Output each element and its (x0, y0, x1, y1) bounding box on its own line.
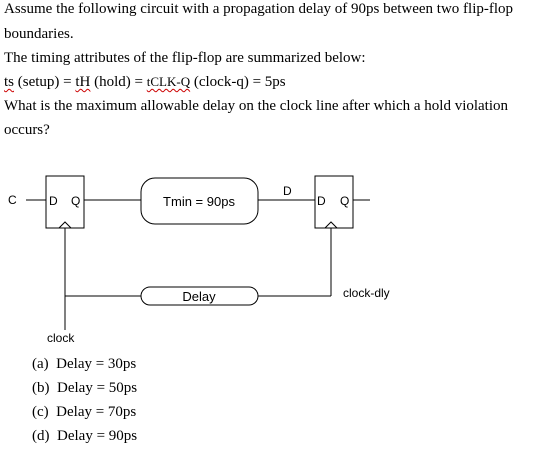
ff2-d-pin: D (317, 194, 326, 208)
option-letter: (c) (32, 404, 49, 420)
question-line-3: The timing attributes of the flip-flop a… (4, 50, 366, 66)
ts-symbol: ts (4, 74, 15, 90)
flip-flop-2 (314, 175, 354, 229)
flip-flop-1 (45, 175, 85, 229)
input-c-label: C (8, 193, 17, 207)
timing-attributes-line: ts (setup) = tH (hold) = tCLK-Q (clock-q… (4, 73, 286, 91)
d-node-label: D (283, 184, 292, 198)
logic-block (140, 177, 259, 225)
setup-label: (setup) = (14, 74, 76, 90)
ff2-q-pin: Q (340, 194, 349, 208)
clock-q-label: (clock-q) = 5ps (190, 74, 286, 90)
logic-block-label: Tmin = 90ps (163, 194, 235, 209)
option-text: Delay = 70ps (56, 404, 137, 420)
clock-dly-label: clock-dly (343, 286, 390, 300)
ff1-clock-triangle (58, 221, 72, 229)
option-d[interactable]: (d) Delay = 90ps (32, 428, 137, 445)
ff1-d-pin: D (49, 194, 58, 208)
ff1-q-pin: Q (71, 194, 80, 208)
option-text: Delay = 50ps (57, 380, 138, 396)
question-line-2: boundaries. (4, 26, 74, 42)
option-c[interactable]: (c) Delay = 70ps (32, 404, 136, 421)
delay-block-label: Delay (182, 289, 216, 304)
option-text: Delay = 90ps (57, 428, 138, 444)
question-line-6: occurs? (4, 122, 50, 138)
question-line-1: Assume the following circuit with a prop… (4, 1, 514, 17)
ff2-clock-triangle (324, 221, 338, 229)
option-letter: (b) (32, 380, 50, 396)
tclkq-symbol: tCLK-Q (146, 74, 191, 89)
th-symbol: tH (75, 74, 91, 90)
option-letter: (d) (32, 428, 50, 444)
question-line-5: What is the maximum allowable delay on t… (4, 98, 509, 114)
clock-label: clock (47, 331, 75, 345)
hold-label: (hold) = (90, 74, 147, 90)
option-letter: (a) (32, 356, 49, 372)
option-text: Delay = 30ps (56, 356, 137, 372)
option-b[interactable]: (b) Delay = 50ps (32, 380, 137, 397)
option-a[interactable]: (a) Delay = 30ps (32, 356, 136, 373)
